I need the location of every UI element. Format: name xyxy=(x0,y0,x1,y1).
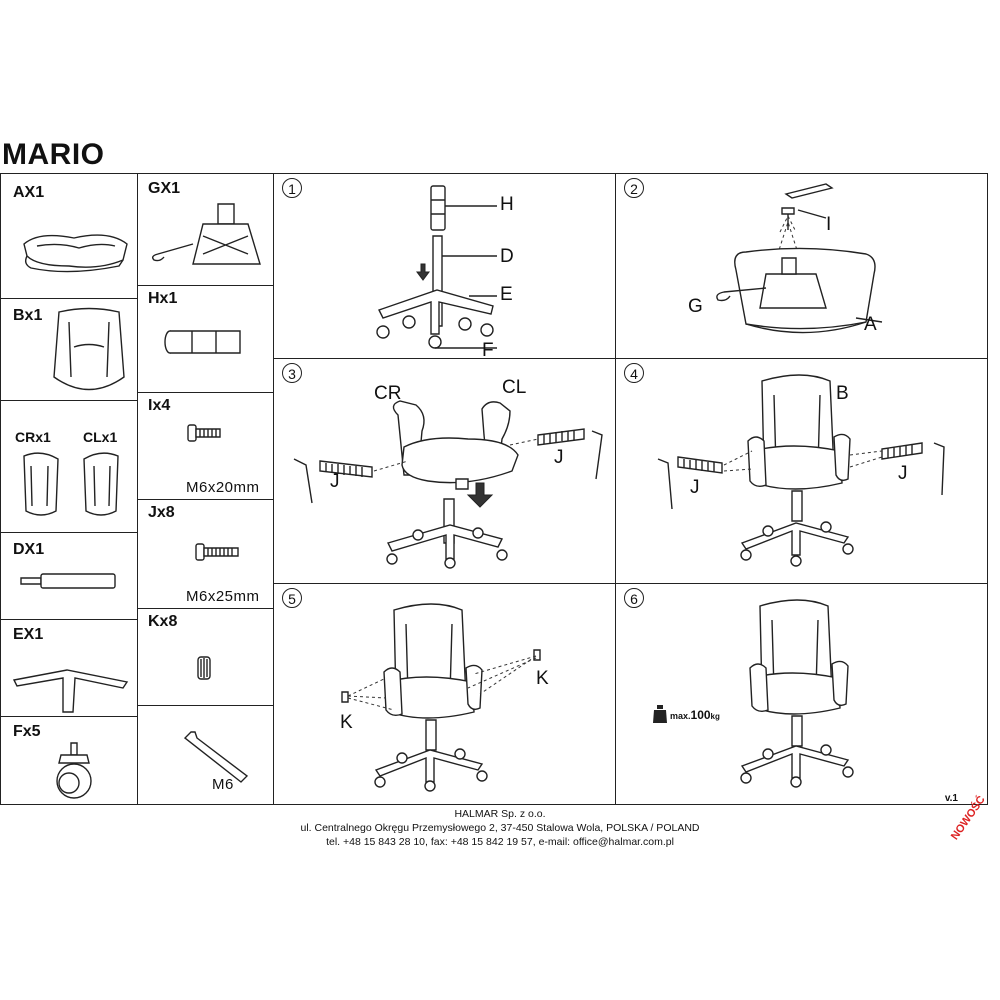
footer: HALMAR Sp. z o.o. ul. Centralnego Okręgu… xyxy=(0,807,1000,849)
part-callout: CL xyxy=(502,377,527,398)
armrest-left-illustration xyxy=(76,451,126,521)
step-number: 2 xyxy=(624,178,644,198)
part-label: Bx1 xyxy=(13,307,43,324)
step-4-panel: 4 B J J xyxy=(615,358,988,584)
part-callout: D xyxy=(500,246,514,267)
cap-illustration xyxy=(196,655,212,681)
footer-contact: tel. +48 15 843 28 10, fax: +48 15 842 1… xyxy=(326,836,674,848)
part-label: CRx1 xyxy=(15,429,51,445)
part-callout: K xyxy=(536,668,549,689)
part-ex-cell: EX1 xyxy=(0,619,138,717)
step-3-panel: 3 CR CL J J xyxy=(273,358,616,584)
tool-size: M6 xyxy=(212,776,234,793)
backrest-illustration xyxy=(49,307,129,397)
version-label: v.1 xyxy=(944,793,958,804)
gas-lift-illustration xyxy=(19,571,119,591)
max-load-label: max.100kg xyxy=(670,708,720,722)
part-callout: J xyxy=(898,463,908,484)
screw-size: M6x25mm xyxy=(186,588,260,605)
part-label: Kx8 xyxy=(148,613,178,630)
part-callout: J xyxy=(554,447,564,468)
weight-icon xyxy=(653,705,667,723)
part-callout: B xyxy=(836,383,849,404)
part-bx-cell: Bx1 xyxy=(0,298,138,401)
step-3-illustration xyxy=(288,395,608,580)
caster-illustration xyxy=(49,741,99,801)
seat-illustration xyxy=(19,226,129,286)
max-unit: kg xyxy=(710,712,720,721)
part-gx-cell: GX1 xyxy=(137,173,274,286)
part-armrests-cell: CRx1 CLx1 xyxy=(0,400,138,533)
step-number: 5 xyxy=(282,588,302,608)
max-weight: 100 xyxy=(690,708,711,722)
part-label: GX1 xyxy=(148,180,181,197)
step-number: 1 xyxy=(282,178,302,198)
part-label: Ix4 xyxy=(148,397,171,414)
allen-key-illustration xyxy=(183,728,253,786)
page-title: MARIO xyxy=(2,138,105,171)
part-callout: I xyxy=(826,214,832,235)
cover-illustration xyxy=(164,328,246,356)
step-number: 6 xyxy=(624,588,644,608)
step-6-panel: 6 max.100kg xyxy=(615,583,988,805)
part-callout: H xyxy=(500,194,514,215)
screw-size: M6x20mm xyxy=(186,479,260,496)
part-label: AX1 xyxy=(13,184,45,201)
part-callout: J xyxy=(690,477,700,498)
screw-m6x20-illustration xyxy=(186,423,226,443)
part-label: CLx1 xyxy=(83,429,118,445)
step-2-illustration xyxy=(706,182,946,352)
part-callout: A xyxy=(864,314,877,335)
part-callout: G xyxy=(688,296,703,317)
footer-company: HALMAR Sp. z o.o. xyxy=(454,808,546,820)
step-6-illustration xyxy=(736,594,876,784)
step-number: 4 xyxy=(624,363,644,383)
part-tool-cell: M6 xyxy=(137,705,274,805)
part-hx-cell: Hx1 xyxy=(137,285,274,393)
part-ax-cell: AX1 xyxy=(0,173,138,299)
part-kx-cell: Kx8 xyxy=(137,608,274,706)
part-callout: CR xyxy=(374,383,402,404)
mechanism-illustration xyxy=(148,202,273,282)
part-fx-cell: Fx5 xyxy=(0,716,138,805)
part-callout: K xyxy=(340,712,353,733)
part-dx-cell: DX1 xyxy=(0,532,138,620)
step-1-illustration xyxy=(369,184,519,354)
screw-m6x25-illustration xyxy=(194,542,244,562)
max-prefix: max. xyxy=(670,711,691,721)
part-callout: E xyxy=(500,284,513,305)
step-2-panel: 2 I G A xyxy=(615,173,988,359)
part-callout: J xyxy=(330,471,340,492)
step-1-panel: 1 H D E F xyxy=(273,173,616,361)
step-4-illustration xyxy=(652,371,962,571)
part-callout: F xyxy=(482,340,494,361)
step-5-illustration xyxy=(334,598,564,788)
part-label: Hx1 xyxy=(148,290,178,307)
step-5-panel: 5 K K xyxy=(273,583,616,805)
part-label: DX1 xyxy=(13,541,45,558)
armrest-right-illustration xyxy=(16,451,66,521)
part-jx-cell: Jx8 M6x25mm xyxy=(137,499,274,609)
part-label: Jx8 xyxy=(148,504,175,521)
part-ix-cell: Ix4 M6x20mm xyxy=(137,392,274,500)
part-label: EX1 xyxy=(13,626,44,643)
base-illustration xyxy=(9,652,133,714)
part-label: Fx5 xyxy=(13,723,41,740)
step-number: 3 xyxy=(282,363,302,383)
footer-address: ul. Centralnego Okręgu Przemysłowego 2, … xyxy=(300,822,700,834)
